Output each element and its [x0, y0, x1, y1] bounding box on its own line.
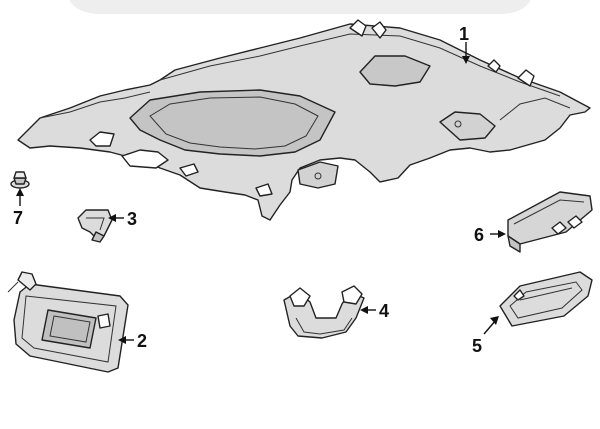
callout-6: 6 [474, 225, 484, 245]
headliner-part[interactable] [17, 19, 591, 221]
dome-lamp-part[interactable] [499, 271, 593, 327]
leaders [16, 42, 506, 344]
top-bar [70, 0, 530, 14]
callout-4: 4 [379, 301, 389, 321]
fastener-part[interactable] [10, 171, 30, 189]
callout-3: 3 [127, 209, 137, 229]
callout-1: 1 [459, 24, 469, 44]
sun-visor-part[interactable] [7, 271, 129, 373]
visor-clip-part[interactable] [77, 209, 113, 243]
callout-5: 5 [472, 336, 482, 356]
callout-2: 2 [137, 331, 147, 351]
grab-handle-part[interactable] [283, 285, 365, 339]
reading-lamp-part[interactable] [507, 191, 593, 253]
callout-7: 7 [13, 208, 23, 228]
